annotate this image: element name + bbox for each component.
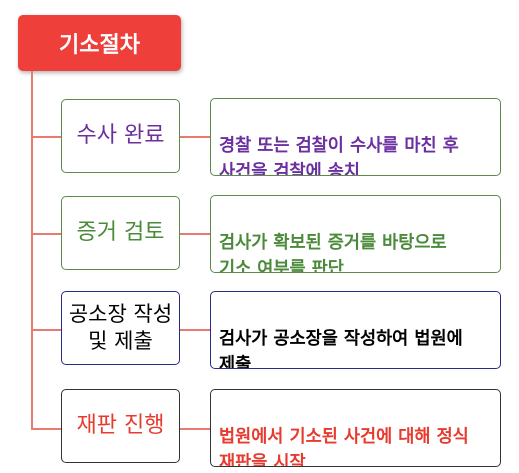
step-label: 재판 진행 xyxy=(76,412,165,438)
description-text: 검사가 확보된 증거를 바탕으로 기소 여부를 판단 xyxy=(219,233,447,273)
step-description-evidence-review: 검사가 확보된 증거를 바탕으로 기소 여부를 판단 xyxy=(210,195,501,273)
description-text: 경찰 또는 검찰이 수사를 마친 후 사건을 검찰에 송치 xyxy=(219,136,459,176)
vertical-connector xyxy=(31,71,33,429)
branch-connector xyxy=(31,136,61,138)
step-link xyxy=(180,136,210,138)
step-label: 증거 검토 xyxy=(76,219,165,245)
step-link xyxy=(180,329,210,331)
branch-connector xyxy=(31,428,61,430)
step-box-investigation: 수사 완료 xyxy=(61,99,180,173)
step-label: 공소장 작성 및 제출 xyxy=(68,301,173,353)
step-box-indictment-filing: 공소장 작성 및 제출 xyxy=(61,291,180,365)
diagram-title: 기소절차 xyxy=(59,33,140,58)
step-description-trial: 법원에서 기소된 사건에 대해 정식 재판을 시작 xyxy=(210,389,501,467)
step-link xyxy=(180,428,210,430)
step-box-trial: 재판 진행 xyxy=(61,389,180,463)
step-description-indictment-filing: 검사가 공소장을 작성하여 법원에 제출 xyxy=(210,291,501,369)
step-link xyxy=(180,233,210,235)
title-box: 기소절차 xyxy=(18,15,181,71)
step-description-investigation: 경찰 또는 검찰이 수사를 마친 후 사건을 검찰에 송치 xyxy=(210,98,501,176)
step-label: 수사 완료 xyxy=(76,122,165,148)
step-box-evidence-review: 증거 검토 xyxy=(61,196,180,270)
branch-connector xyxy=(31,329,61,331)
description-text: 검사가 공소장을 작성하여 법원에 제출 xyxy=(219,329,463,369)
description-text: 법원에서 기소된 사건에 대해 정식 재판을 시작 xyxy=(219,427,469,467)
branch-connector xyxy=(31,233,61,235)
